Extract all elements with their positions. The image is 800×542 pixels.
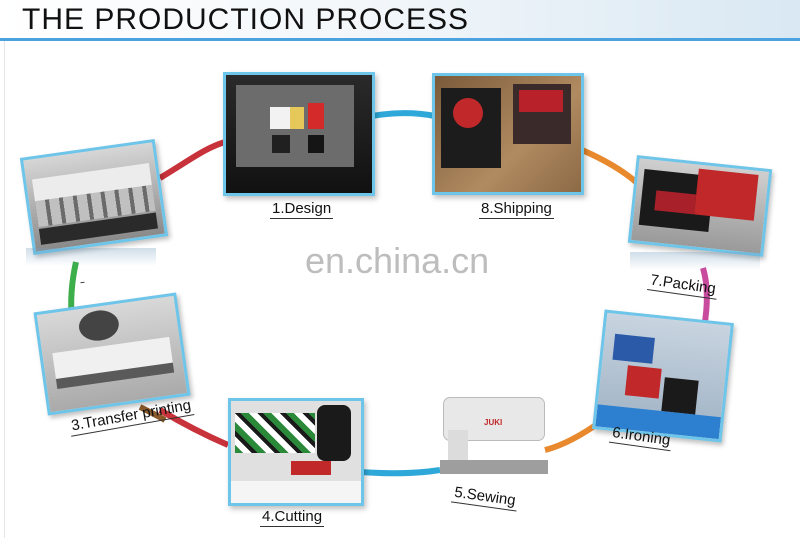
ring-segment-printer-design bbox=[158, 139, 226, 181]
printer-reflection bbox=[26, 248, 156, 266]
watermark-text: en.china.cn bbox=[305, 240, 490, 281]
ring-segment-design-shipping bbox=[371, 110, 436, 119]
sewing-machine-photo: JUKI bbox=[440, 390, 548, 478]
cutting-fabric-photo bbox=[228, 398, 364, 506]
packing-jerseys-photo bbox=[627, 155, 773, 257]
ring-segment-sewing-cutting bbox=[359, 467, 441, 477]
printer-photo bbox=[19, 139, 169, 255]
ironing-table-photo bbox=[592, 309, 734, 443]
transfer-printing-machine-photo bbox=[33, 292, 191, 416]
header-divider bbox=[0, 38, 800, 41]
ring-segment-shipping-packing bbox=[580, 147, 638, 185]
header-bar: THE PRODUCTION PROCESS bbox=[0, 0, 800, 38]
design-monitor-photo bbox=[223, 72, 375, 196]
step-caption-design: 1.Design bbox=[270, 200, 334, 219]
step-caption-cutting: 4.Cutting bbox=[260, 508, 325, 527]
page-title: THE PRODUCTION PROCESS bbox=[22, 3, 470, 36]
content-frame bbox=[4, 41, 797, 538]
shipping-boxes-photo bbox=[432, 73, 584, 195]
ring-segment-cutting-transfer bbox=[158, 407, 230, 448]
step-caption-shipping: 8.Shipping bbox=[479, 200, 554, 219]
packing-reflection bbox=[630, 252, 760, 270]
ring-segment-brown bbox=[138, 404, 167, 423]
